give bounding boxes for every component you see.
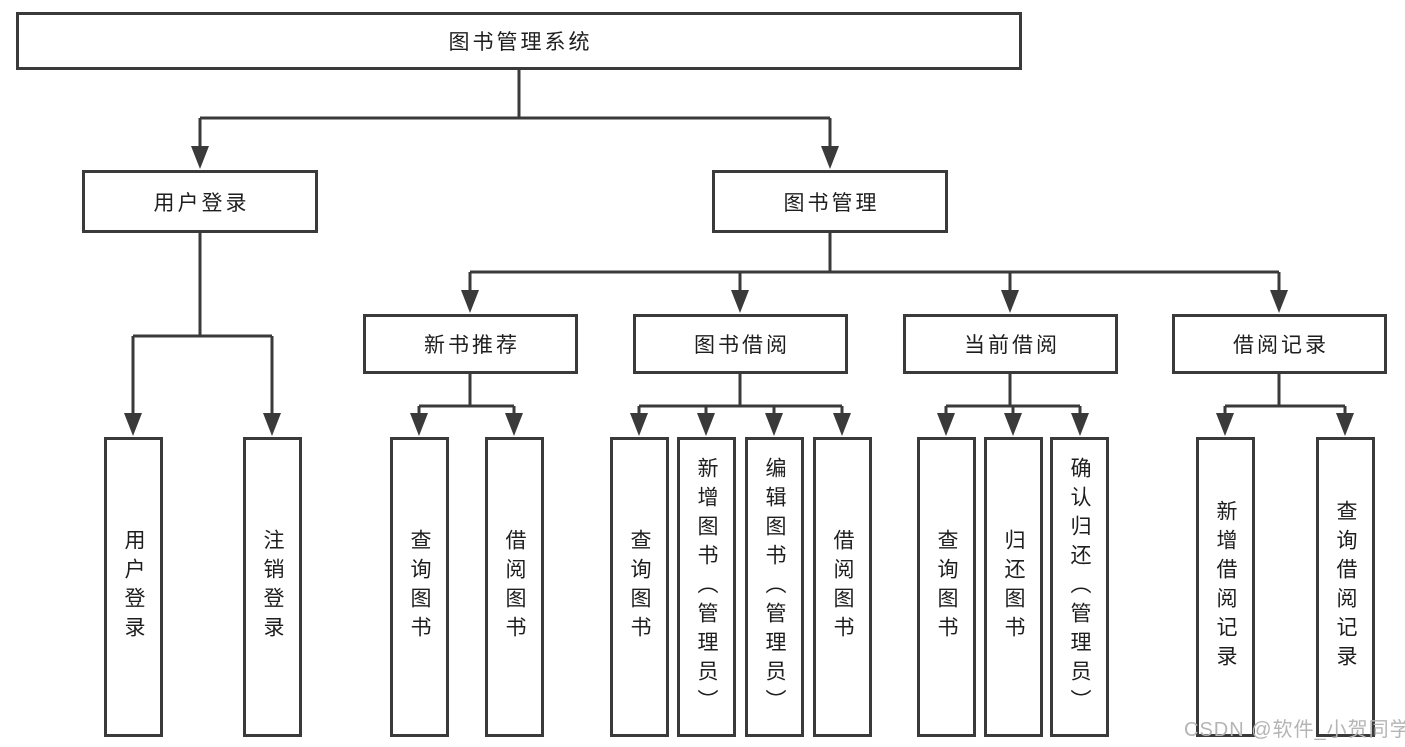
node-book-borrow: 图书借阅 <box>633 314 848 374</box>
leaf-query-books-borrow: 查询图书 <box>610 437 669 737</box>
node-current-borrow: 当前借阅 <box>903 314 1118 374</box>
leaf-label: 查询图书 <box>935 529 958 645</box>
leaf-label: 新增借阅记录 <box>1214 500 1237 674</box>
leaf-edit-book-admin: 编辑图书（管理员） <box>745 437 804 737</box>
leaf-label: 查询借阅记录 <box>1334 500 1357 674</box>
leaf-label: 注销登录 <box>261 529 284 645</box>
leaf-user-login: 用户登录 <box>104 437 163 737</box>
leaf-query-books-current: 查询图书 <box>917 437 976 737</box>
node-book-management: 图书管理 <box>712 170 948 233</box>
arrowheads <box>124 146 1354 436</box>
node-label: 图书借阅 <box>694 334 790 357</box>
node-new-book-recommend: 新书推荐 <box>363 314 578 374</box>
leaf-label: 查询图书 <box>628 529 651 645</box>
leaf-label: 查询图书 <box>408 529 431 645</box>
leaf-add-borrow-record: 新增借阅记录 <box>1196 437 1255 737</box>
node-label: 用户登录 <box>153 191 250 215</box>
leaf-label: 新增图书（管理员） <box>695 456 718 718</box>
leaf-logout: 注销登录 <box>243 437 302 737</box>
leaf-label: 编辑图书（管理员） <box>763 456 786 718</box>
leaf-borrow-book: 借阅图书 <box>813 437 872 737</box>
leaf-return-book: 归还图书 <box>984 437 1043 737</box>
node-label: 图书管理系统 <box>448 31 593 54</box>
leaf-label: 归还图书 <box>1002 529 1025 645</box>
leaf-confirm-return-admin: 确认归还（管理员） <box>1050 437 1109 737</box>
leaf-query-borrow-record: 查询借阅记录 <box>1316 437 1375 737</box>
leaf-label: 借阅图书 <box>831 529 854 645</box>
node-label: 当前借阅 <box>964 334 1060 357</box>
leaf-label: 用户登录 <box>122 529 145 645</box>
leaf-label: 确认归还（管理员） <box>1068 456 1091 718</box>
csdn-watermark: CSDN @软件_小贺同学 <box>1184 719 1405 741</box>
leaf-borrow-books-recommend: 借阅图书 <box>485 437 544 737</box>
node-label: 图书管理 <box>783 191 880 215</box>
node-label: 借阅记录 <box>1233 334 1329 357</box>
node-library-management-system: 图书管理系统 <box>16 12 1022 70</box>
node-label: 新书推荐 <box>424 334 520 357</box>
leaf-query-books-recommend: 查询图书 <box>390 437 449 737</box>
node-user-login: 用户登录 <box>82 170 318 233</box>
leaf-add-book-admin: 新增图书（管理员） <box>677 437 736 737</box>
node-borrow-records: 借阅记录 <box>1172 314 1387 374</box>
leaf-label: 借阅图书 <box>503 529 526 645</box>
